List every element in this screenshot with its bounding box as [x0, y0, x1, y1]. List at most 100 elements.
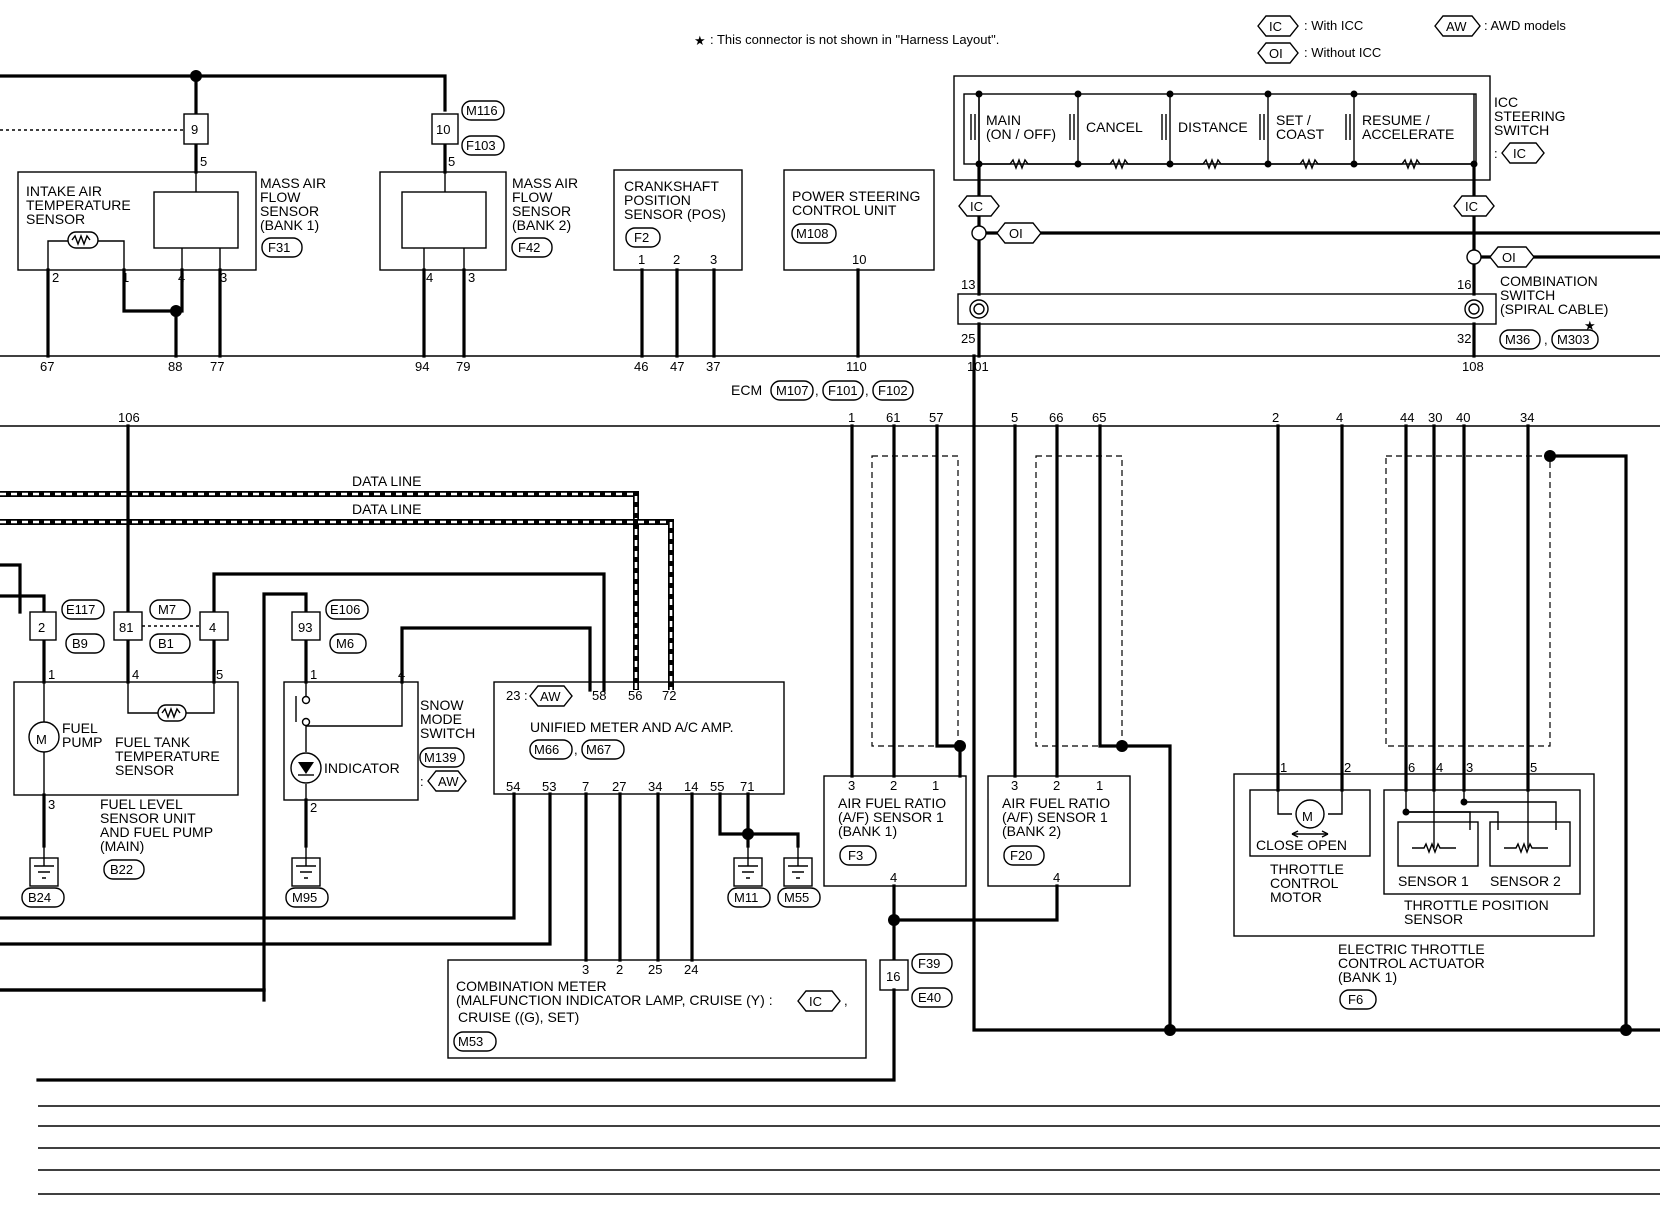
pscu-label: POWER STEERING [792, 188, 920, 204]
svg-text:4: 4 [1436, 760, 1443, 775]
svg-text:B22: B22 [110, 862, 133, 877]
set-coast-button-label: SET / [1276, 112, 1311, 128]
af-sensor-bank1: 3 2 1 AIR FUEL RATIO (A/F) SENSOR 1 (BAN… [823, 424, 967, 962]
svg-text:M36: M36 [1505, 332, 1530, 347]
svg-text:IC: IC [1465, 199, 1478, 214]
svg-text:(BANK 1): (BANK 1) [1338, 969, 1397, 985]
svg-text:SENSOR: SENSOR [260, 203, 319, 219]
svg-text:27: 27 [612, 779, 626, 794]
svg-text:E117: E117 [66, 602, 95, 617]
svg-text:PUMP: PUMP [62, 734, 102, 750]
upper-wiring [0, 70, 1660, 358]
svg-text:16: 16 [886, 969, 900, 984]
svg-text:61: 61 [886, 410, 900, 425]
svg-text:,: , [865, 383, 869, 398]
throttle-motor-icon [1295, 799, 1325, 829]
svg-text:101: 101 [967, 359, 989, 374]
junction-81 [113, 611, 143, 641]
svg-text:2: 2 [310, 800, 317, 815]
svg-text:(BANK 1): (BANK 1) [838, 823, 897, 839]
svg-text:5: 5 [1530, 760, 1537, 775]
svg-text:24: 24 [684, 962, 698, 977]
svg-text:9: 9 [191, 122, 198, 137]
svg-text:,: , [1544, 332, 1548, 347]
data-line-label-1: DATA LINE [352, 473, 422, 489]
svg-text:ACCELERATE: ACCELERATE [1362, 126, 1454, 142]
svg-text:2: 2 [38, 620, 45, 635]
svg-text:F2: F2 [634, 230, 649, 245]
throttle-motor-label: THROTTLE [1270, 861, 1344, 877]
aw-tag-legend [1434, 15, 1481, 37]
svg-text:1: 1 [848, 410, 855, 425]
svg-text:25: 25 [961, 331, 975, 346]
svg-text::: : [1494, 146, 1498, 161]
svg-text:FLOW: FLOW [512, 189, 553, 205]
combination-meter-label: COMBINATION METER [456, 978, 607, 994]
svg-text:4: 4 [132, 667, 139, 682]
svg-text:106: 106 [118, 410, 140, 425]
svg-text:TEMPERATURE: TEMPERATURE [26, 197, 131, 213]
svg-text:7: 7 [582, 779, 589, 794]
throttle-actuator-label: ELECTRIC THROTTLE [1338, 941, 1485, 957]
svg-text:AW: AW [438, 774, 459, 789]
svg-text:B24: B24 [28, 890, 51, 905]
junction-4 [199, 611, 229, 641]
svg-text:(SPIRAL CABLE): (SPIRAL CABLE) [1500, 301, 1608, 317]
ic-tag-legend [1257, 15, 1299, 37]
svg-text:F3: F3 [848, 848, 863, 863]
fuel-temp-label: FUEL TANK [115, 734, 191, 750]
svg-text:M66: M66 [534, 742, 559, 757]
oi-tag-legend [1257, 42, 1299, 64]
maf2-label: MASS AIR [512, 175, 578, 191]
svg-text:F20: F20 [1010, 848, 1032, 863]
svg-text:AW: AW [540, 689, 561, 704]
bottom-harness-lines [38, 1105, 1660, 1195]
svg-text:IC: IC [809, 994, 822, 1009]
svg-text:40: 40 [1456, 410, 1470, 425]
svg-text:5: 5 [448, 154, 455, 169]
svg-text:SENSOR: SENSOR [26, 211, 85, 227]
svg-text:1: 1 [932, 778, 939, 793]
svg-text:53: 53 [542, 779, 556, 794]
svg-text:2: 2 [52, 270, 59, 285]
svg-text:(A/F) SENSOR 1: (A/F) SENSOR 1 [838, 809, 944, 825]
svg-text:F103: F103 [466, 138, 496, 153]
svg-text:MOTOR: MOTOR [1270, 889, 1322, 905]
icc-steering-switch: MAIN (ON / OFF) CANCEL DISTANCE SET / CO… [953, 75, 1566, 181]
ckp-label: CRANKSHAFT [624, 178, 719, 194]
svg-text:3: 3 [710, 252, 717, 267]
svg-text:STEERING: STEERING [1494, 108, 1566, 124]
svg-text:F39: F39 [918, 956, 940, 971]
combination-switch-spiral-cable: IC IC OI OI 13 25 16 32 COMBINATION SWIT… [957, 195, 1608, 350]
resume-accelerate-button-label: RESUME / [1362, 112, 1430, 128]
svg-text:(BANK 2): (BANK 2) [1002, 823, 1061, 839]
svg-text:1: 1 [48, 667, 55, 682]
svg-text:CONTROL: CONTROL [1270, 875, 1339, 891]
legend-note: : This connector is not shown in "Harnes… [710, 32, 999, 47]
svg-text:POSITION: POSITION [624, 192, 691, 208]
svg-text:46: 46 [634, 359, 648, 374]
fuel-pump-label: FUEL [62, 720, 98, 736]
svg-text:SENSOR: SENSOR [512, 203, 571, 219]
svg-text:SWITCH: SWITCH [1494, 122, 1549, 138]
junction-16: 16 F39 E40 [36, 953, 953, 1082]
svg-text:COAST: COAST [1276, 126, 1325, 142]
crankshaft-position-sensor: CRANKSHAFT POSITION SENSOR (POS) F2 1 2 … [613, 169, 743, 271]
data-lines: DATA LINE DATA LINE [0, 473, 674, 690]
svg-text:47: 47 [670, 359, 684, 374]
af-sensor-bank2: 3 2 1 AIR FUEL RATIO (A/F) SENSOR 1 (BAN… [892, 424, 1172, 1032]
main-button-label: MAIN [986, 112, 1021, 128]
svg-text:32: 32 [1457, 331, 1471, 346]
unified-meter-ac-amp: 23 : AW 58 56 72 UNIFIED METER AND A/C A… [0, 681, 821, 992]
junction-2 [29, 611, 57, 641]
power-steering-control-unit: POWER STEERING CONTROL UNIT M108 10 [783, 169, 935, 271]
junction-9 [183, 113, 209, 145]
combination-switch-label: COMBINATION [1500, 273, 1598, 289]
with-icc-text: : With ICC [1304, 18, 1363, 33]
iat-label: INTAKE AIR [26, 183, 102, 199]
svg-text:SWITCH: SWITCH [1500, 287, 1555, 303]
svg-text:16: 16 [1457, 277, 1471, 292]
svg-text:F102: F102 [878, 383, 908, 398]
svg-text:77: 77 [210, 359, 224, 374]
without-icc-text: : Without ICC [1304, 45, 1381, 60]
